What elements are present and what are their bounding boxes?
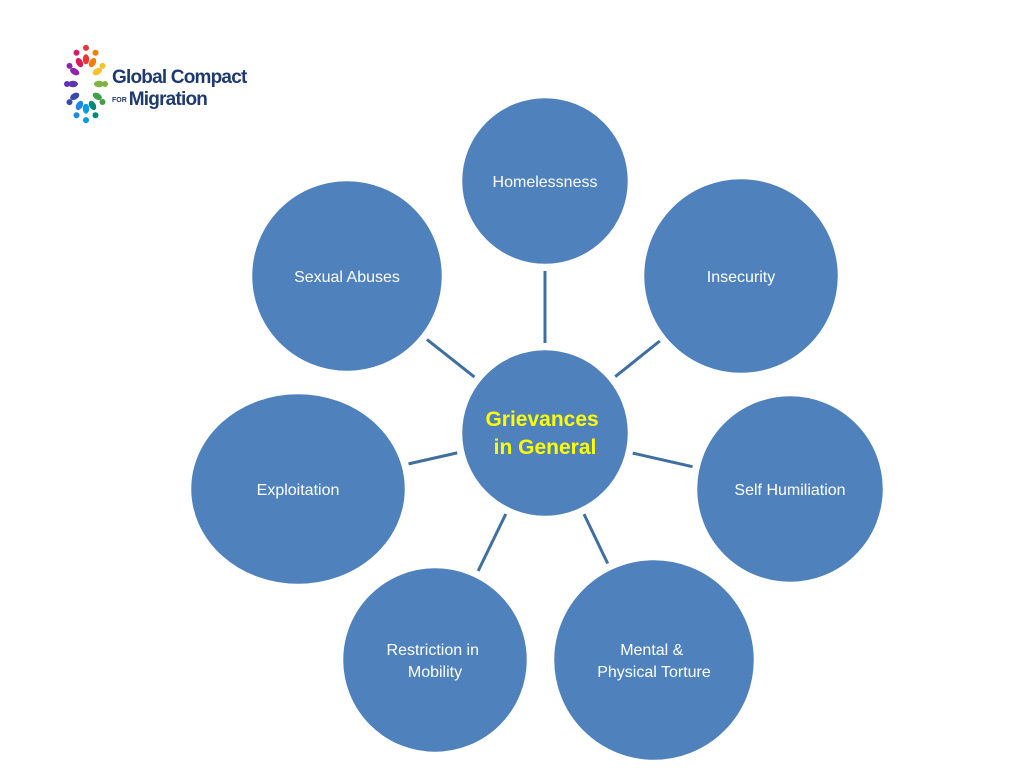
logo-figure-body-6 [82, 103, 90, 114]
connector-mental-physical-torture [582, 513, 610, 565]
connector-group [408, 271, 693, 572]
logo-figure-body-8 [70, 92, 80, 101]
node-insecurity-circle [641, 176, 841, 376]
node-exploitation-label: Exploitation [257, 482, 340, 499]
logo-figure-body-11 [75, 57, 84, 68]
logo-figure-body-7 [75, 100, 84, 111]
node-exploitation: Exploitation [188, 391, 408, 587]
center-node-circle [459, 347, 631, 519]
node-mental-physical-torture-circle [551, 557, 757, 763]
logo-figure-head-4 [99, 99, 106, 105]
node-exploitation-circle [188, 391, 408, 587]
logo-figure-head-2 [99, 62, 106, 69]
logo-figure-head-5 [92, 112, 99, 119]
logo-figure-head-6 [83, 117, 89, 124]
logo-figure-head-11 [73, 49, 80, 56]
logo-figure-body-3 [94, 80, 104, 88]
node-homelessness-label: Homelessness [493, 174, 598, 191]
node-self-humiliation-circle [694, 393, 886, 585]
logo-figure-body-10 [70, 67, 80, 76]
node-homelessness: Homelessness [459, 95, 631, 267]
node-insecurity: Insecurity [641, 176, 841, 376]
logo-figure-head-7 [73, 112, 80, 119]
node-sexual-abuses-label: Sexual Abuses [294, 269, 400, 286]
logo-migration-text: Migration [128, 89, 208, 110]
node-homelessness-circle [459, 95, 631, 267]
logo-figure-body-5 [88, 100, 97, 111]
logo-figure-head-1 [92, 49, 99, 56]
logo-figure-body-9 [68, 80, 78, 88]
node-self-humiliation: Self Humiliation [694, 393, 886, 585]
connector-insecurity [614, 339, 661, 378]
node-mental-physical-torture-label: Mental & Physical Torture [597, 642, 711, 681]
logo-figure-body-0 [82, 54, 90, 65]
connector-exploitation [408, 451, 458, 466]
node-restriction-in-mobility-circle [340, 565, 530, 755]
logo-figure-body-2 [92, 67, 102, 76]
node-sexual-abuses: Sexual Abuses [249, 178, 445, 374]
node-insecurity-label: Insecurity [707, 269, 775, 286]
logo-figure-head-10 [66, 62, 73, 69]
node-restriction-in-mobility: Restriction in Mobility [340, 565, 530, 755]
logo-figure-head-9 [64, 81, 70, 87]
logo-figure-head-3 [102, 81, 108, 87]
connector-sexual-abuses [425, 338, 476, 379]
logo-figure-head-8 [66, 99, 73, 106]
connector-restriction-in-mobility [476, 513, 508, 572]
center-node-label: Grievances in General [485, 408, 604, 459]
node-restriction-in-mobility-label: Restriction in Mobility [387, 642, 484, 681]
logo-emblem-icon [64, 44, 108, 124]
logo-figure-body-4 [92, 92, 102, 101]
node-mental-physical-torture: Mental & Physical Torture [551, 557, 757, 763]
node-sexual-abuses-circle [249, 178, 445, 374]
logo-figure-body-1 [88, 57, 97, 68]
node-self-humiliation-label: Self Humiliation [734, 482, 845, 499]
logo-figure-head-0 [83, 44, 89, 51]
connector-self-humiliation [632, 451, 693, 469]
logo-for-text: FOR [112, 97, 127, 105]
logo-title-line1: Global Compact [112, 67, 247, 88]
node-center: Grievances in General [459, 347, 631, 519]
